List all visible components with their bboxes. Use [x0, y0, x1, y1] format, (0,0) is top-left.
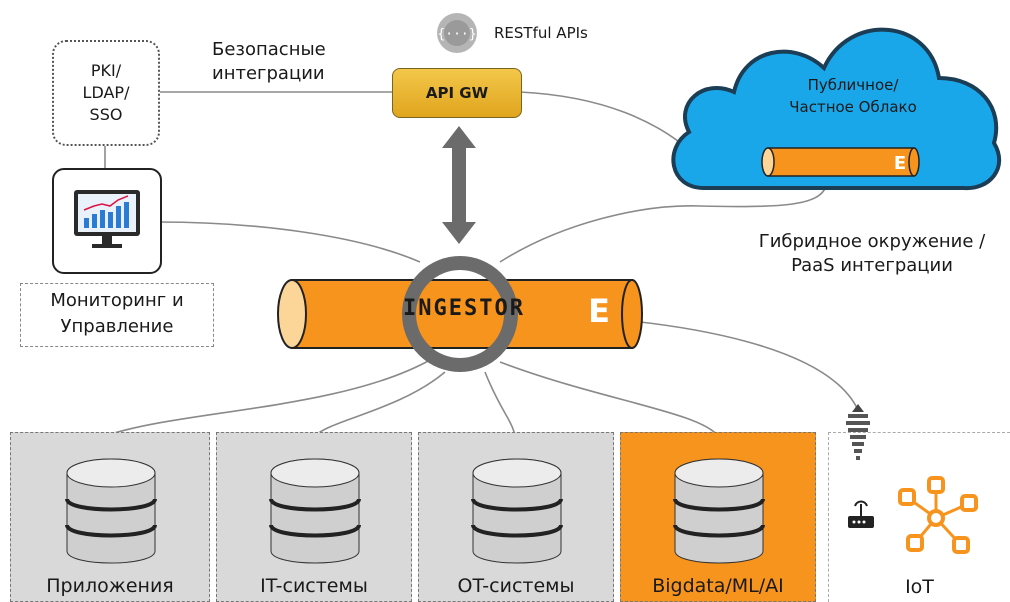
cloud-cylinder-icon: E: [761, 147, 920, 177]
database-icon: [471, 458, 563, 564]
svg-text:E: E: [894, 153, 906, 174]
svg-text:{···}: {···}: [437, 27, 476, 42]
ingestor-logo-icon: E: [588, 292, 610, 330]
source-panel-apps[interactable]: Приложения: [10, 432, 210, 602]
source-label: OT-системы: [457, 575, 575, 597]
source-panel-it[interactable]: IT-системы: [216, 432, 412, 602]
monitoring-node[interactable]: [52, 168, 162, 274]
monitor-to-ingestor-line: [157, 221, 421, 263]
database-icon: [269, 458, 361, 564]
api-gateway-label: API GW: [425, 84, 489, 102]
api-gateway-node[interactable]: API GW: [392, 68, 522, 118]
source-label: Приложения: [46, 575, 174, 597]
ingestor-to-apps-line: [104, 359, 431, 437]
database-icon: [65, 458, 157, 564]
database-icon: [673, 458, 765, 564]
double-arrow-icon: [442, 126, 476, 244]
monitoring-label: Мониторинг и Управление: [20, 283, 214, 347]
ingestor-to-it-line: [314, 371, 446, 437]
monitor-chart-icon: [74, 190, 140, 248]
api-icon: {···}: [436, 12, 478, 54]
ingestor-to-cloud-line: [499, 185, 827, 263]
restful-apis-label: RESTful APIs: [494, 24, 588, 42]
cloud-icon: [671, 27, 1002, 191]
source-label: IT-системы: [260, 575, 368, 597]
iot-network-icon: [898, 476, 978, 554]
source-panel-ot[interactable]: OT-системы: [418, 432, 614, 602]
ingestor-ring-icon: [402, 256, 518, 372]
ingestor-to-ot-line: [484, 371, 516, 437]
source-label: Bigdata/ML/AI: [652, 575, 784, 597]
ingestor-cylinder-icon: [277, 279, 643, 349]
pki-ldap-sso-node[interactable]: PKI/ LDAP/ SSO: [52, 40, 160, 146]
source-panel-bigdata[interactable]: Bigdata/ML/AI: [620, 432, 816, 602]
iot-label: IoT: [905, 576, 934, 598]
ingestor-label: INGESTOR: [403, 296, 525, 321]
pki-label: PKI/ LDAP/ SSO: [82, 61, 130, 124]
ingestor-to-bigdata-line: [499, 361, 719, 437]
secure-integrations-label: Безопасные интеграции: [212, 39, 326, 84]
hybrid-label: Гибридное окружение / PaaS интеграции: [758, 231, 986, 276]
signal-tower-icon: [846, 404, 870, 460]
router-icon: [848, 500, 874, 528]
cloud-label: Публичное/ Частное Облако: [789, 76, 917, 116]
iot-panel[interactable]: IoT: [828, 432, 1010, 602]
